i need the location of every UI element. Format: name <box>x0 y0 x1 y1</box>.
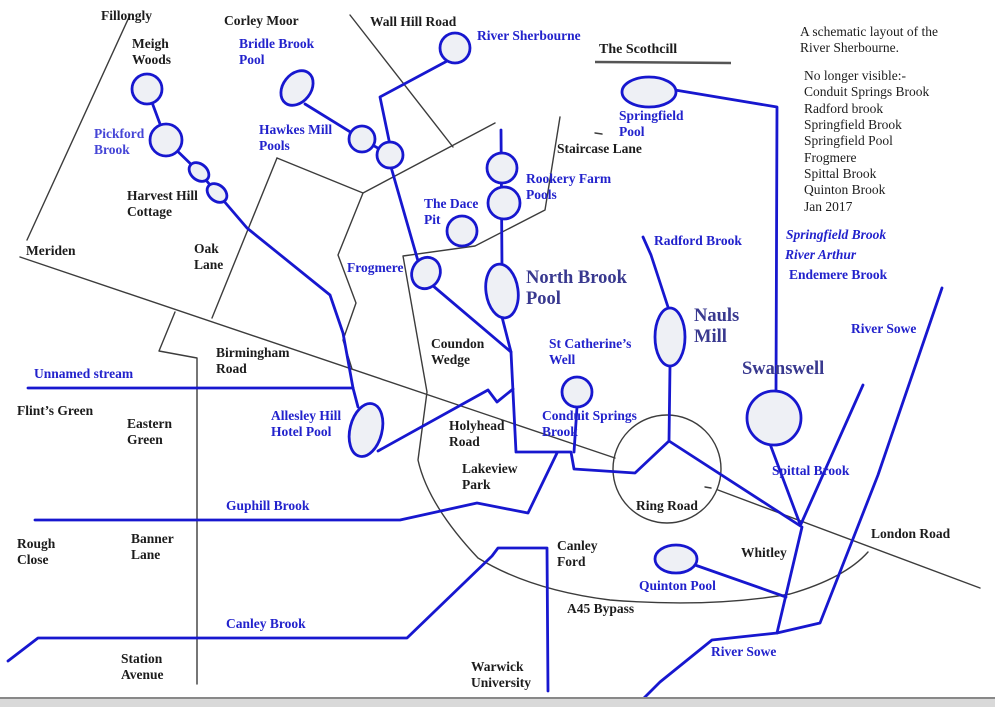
label-birmingham-road: Birmingham Road <box>216 345 290 376</box>
label-allesley-hill-hotel-pool: Allesley Hill Hotel Pool <box>271 408 342 439</box>
label-river-sowe-lower: River Sowe <box>711 644 777 659</box>
bridle-brook-pool-shape <box>279 69 315 107</box>
hawkes-to-frogmere-line <box>389 165 420 263</box>
scothcill-underline <box>594 60 732 65</box>
canley-brook-line <box>6 546 550 693</box>
pickford-pool-1 <box>130 72 164 106</box>
rookery-farm-pool-1 <box>485 151 519 185</box>
conduit-springs-brook-line <box>572 405 579 454</box>
wall-hill-road-line <box>349 14 454 148</box>
springfield-pool-shape <box>620 75 678 109</box>
bottom-bar <box>0 699 995 707</box>
label-rough-close: Rough Close <box>17 536 56 567</box>
label-a45-bypass: A45 Bypass <box>567 601 635 616</box>
label-staircase-lane: Staircase Lane <box>557 141 642 156</box>
label-frogmere: Frogmere <box>347 260 404 275</box>
london-road-line <box>717 489 981 589</box>
nauls-mill-outflow-line <box>667 364 672 443</box>
label-hawkes-mill-pools: Hawkes Mill Pools <box>259 122 333 153</box>
label-swanswell: Swanswell <box>742 359 825 379</box>
label-st-catherines-well: St Catherine’s Well <box>549 336 632 367</box>
label-endemere-brook: Endemere Brook <box>789 267 888 282</box>
holyhead-road-stream-line <box>376 387 515 453</box>
label-the-scothcill: The Scothcill <box>599 42 678 57</box>
label-meriden: Meriden <box>26 243 76 258</box>
hawkes-mill-pool-2 <box>375 140 405 170</box>
frogmere-outflow-line <box>430 283 513 354</box>
label-quinton-pool: Quinton Pool <box>639 578 716 593</box>
quinton-pool-shape <box>653 543 699 575</box>
label-the-dace-pit: The Dace Pit <box>424 196 479 227</box>
label-ring-road: Ring Road <box>636 498 698 513</box>
radford-brook-line <box>641 235 670 309</box>
label-meigh-woods: Meigh Woods <box>132 36 172 67</box>
pickford-pool-3 <box>187 161 211 183</box>
label-north-brook-pool: North Brook Pool <box>526 268 627 310</box>
stray-dash-2 <box>704 486 712 489</box>
label-springfield-pool: Springfield Pool <box>619 108 684 139</box>
label-eastern-green: Eastern Green <box>127 416 172 447</box>
label-corley-moor: Corley Moor <box>224 13 299 28</box>
guphill-brook-line <box>33 451 559 522</box>
frogmere-pool-shape <box>410 255 442 291</box>
label-holyhead-road: Holyhead Road <box>449 418 505 449</box>
label-river-sowe-upper: River Sowe <box>851 321 917 336</box>
oak-lane-road-line <box>211 157 278 319</box>
bridle-brook-line <box>303 102 354 135</box>
swanswell-outflow-line <box>768 442 802 526</box>
dace-pit-shape <box>445 214 479 248</box>
label-river-arthur: River Arthur <box>785 247 857 262</box>
coundon-a45-bypass-curve <box>402 116 869 604</box>
label-bridle-brook-pool: Bridle Brook Pool <box>239 36 315 67</box>
map-title-note: A schematic layout of the River Sherbour… <box>800 24 938 56</box>
label-harvest-hill-cottage: Harvest Hill Cottage <box>127 188 198 219</box>
ring-road-circle <box>612 414 722 524</box>
label-whitley: Whitley <box>741 545 787 560</box>
north-brook-pool-shape <box>484 262 520 320</box>
label-banner-lane: Banner Lane <box>131 531 174 562</box>
label-lakeview-park: Lakeview Park <box>462 461 518 492</box>
label-canley-brook: Canley Brook <box>226 616 306 631</box>
river-sowe-line <box>640 286 944 702</box>
no-longer-visible-list: No longer visible:- Conduit Springs Broo… <box>804 68 930 214</box>
label-london-road: London Road <box>871 526 951 541</box>
swanswell-pool-shape <box>745 389 803 447</box>
label-flints-green: Flint’s Green <box>17 403 94 418</box>
river-sherbourne-head-line <box>378 58 451 147</box>
st-catherines-well-shape <box>560 375 594 409</box>
label-spittal-brook: Spittal Brook <box>772 463 850 478</box>
nauls-mill-pool-shape <box>653 306 687 368</box>
label-unnamed-stream: Unnamed stream <box>34 366 134 381</box>
label-oak-lane: Oak Lane <box>194 241 224 272</box>
rookery-farm-pool-2 <box>486 185 522 221</box>
label-station-avenue: Station Avenue <box>121 651 164 682</box>
allesley-hill-hotel-pool-shape <box>347 402 385 458</box>
label-pickford-brook: Pickford Brook <box>94 126 145 157</box>
pickford-pool-2 <box>148 122 184 158</box>
banner-lane-road-line <box>158 311 198 685</box>
quinton-pool-outflow-line <box>693 563 788 599</box>
label-warwick-university: Warwick University <box>471 659 531 690</box>
springfield-brook-line <box>673 88 779 393</box>
label-guphill-brook: Guphill Brook <box>226 498 310 513</box>
hawkes-mill-pool-1 <box>347 124 377 154</box>
label-rookery-farm-pools: Rookery Farm Pools <box>526 171 612 202</box>
label-river-sherbourne: River Sherbourne <box>477 28 581 43</box>
label-nauls-mill: Nauls Mill <box>694 306 740 348</box>
stray-dash-1 <box>594 132 603 135</box>
wall-hill-pool-shape <box>438 31 472 65</box>
label-radford-brook: Radford Brook <box>654 233 742 248</box>
label-canley-ford: Canley Ford <box>557 538 598 569</box>
pickford-pool-4 <box>205 182 229 204</box>
label-coundon-wedge: Coundon Wedge <box>431 336 485 367</box>
label-springfield-brook: Springfield Brook <box>786 227 887 242</box>
fillongly-boundary-line <box>26 14 131 241</box>
spittal-brook-line <box>799 383 865 526</box>
label-fillongly: Fillongly <box>101 8 153 23</box>
river-sherbourne-main-line <box>500 315 804 635</box>
label-wall-hill-road: Wall Hill Road <box>370 14 457 29</box>
label-conduit-springs-brook: Conduit Springs Brook <box>542 408 637 439</box>
corley-boundary-line <box>276 157 364 194</box>
